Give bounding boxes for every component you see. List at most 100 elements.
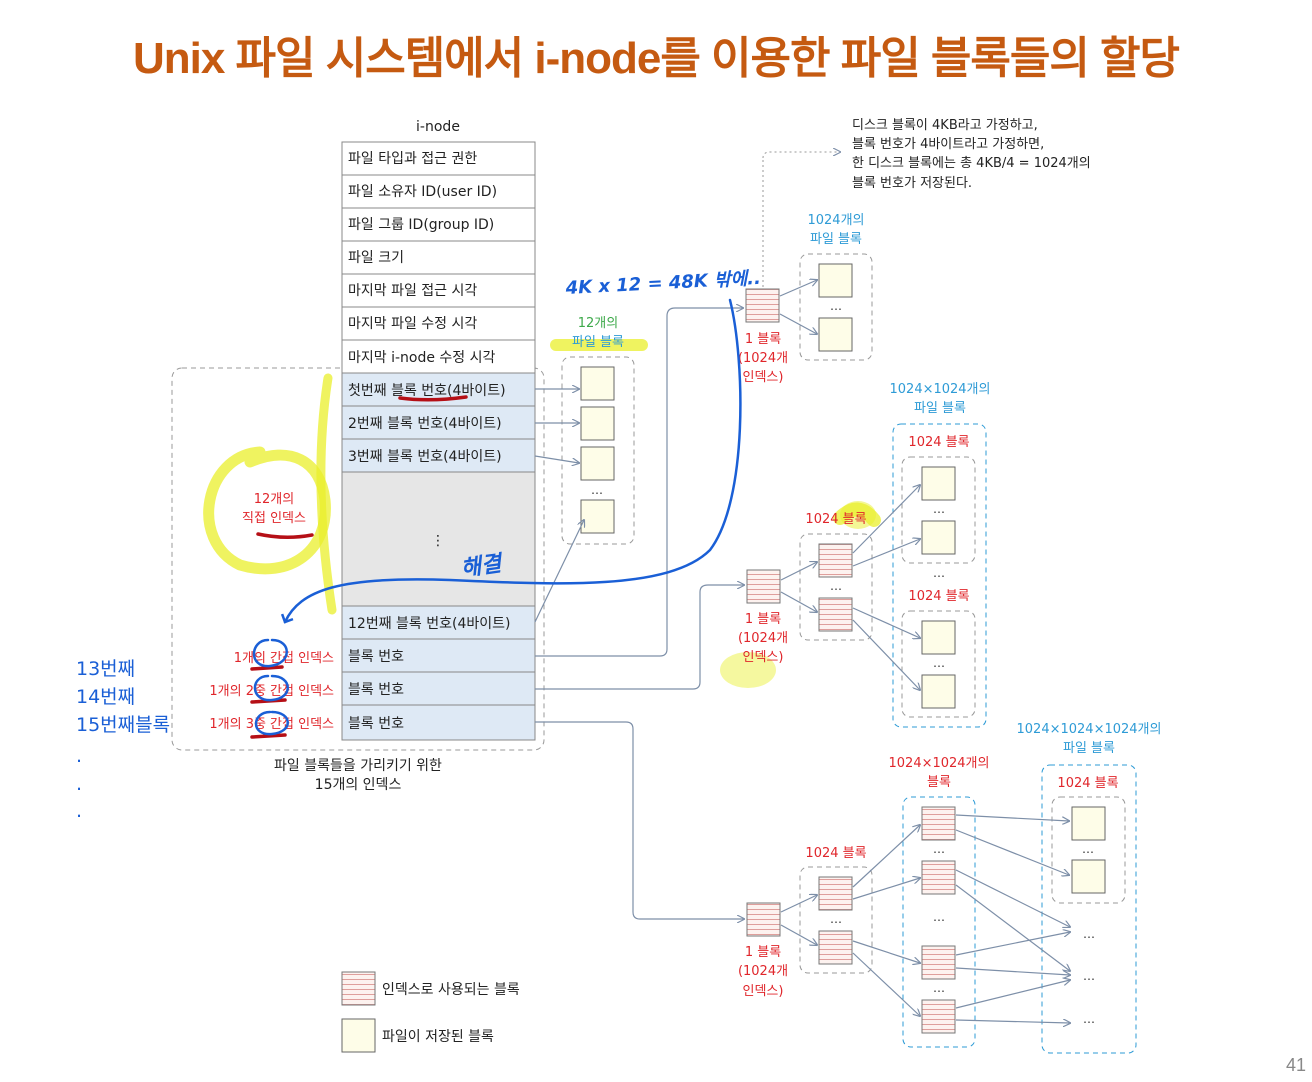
double-indirect-row: 블록 번호	[348, 682, 404, 698]
single-indirect-row: 블록 번호	[348, 649, 404, 665]
double-level1-label: 1024 블록	[805, 512, 866, 527]
triple-file-dots-1: …	[1083, 927, 1095, 941]
direct-index-label-1: 12개의	[254, 492, 294, 507]
highlighter-marks	[203, 339, 881, 688]
double-file-blocks-label-2: 파일 블록	[914, 401, 966, 416]
slide-title: Unix 파일 시스템에서 i-node를 이용한 파일 블록들의 할당	[132, 34, 1180, 83]
side-item-14: 14번째	[76, 686, 135, 708]
triple-level2-label-1: 1024×1024개의	[889, 756, 990, 771]
triple-file-blocks-outer	[1041, 764, 1137, 1054]
legend-file-label: 파일이 저장된 블록	[382, 1029, 494, 1045]
double-sub2-label: 1024 블록	[908, 589, 969, 604]
triple-sub-label: 1024 블록	[1057, 776, 1118, 791]
double-file-block-2	[921, 520, 956, 555]
side-list: 13번째 14번째 15번째블록 . . .	[76, 658, 170, 822]
inode-table: 파일 타입과 접근 권한 파일 소유자 ID(user ID) 파일 그룹 ID…	[341, 141, 536, 741]
handwritten-solve: 해결	[459, 551, 505, 582]
triple-file-blocks-label-2: 파일 블록	[1063, 741, 1115, 756]
single-index-label-1: 1 블록	[745, 332, 781, 347]
triple-level1-block-2	[818, 930, 853, 965]
triple-level2-block-1	[921, 806, 956, 841]
triple-level2-box	[902, 796, 976, 1048]
double-indirect-label: 1개의 2중 간접 인덱스	[209, 684, 334, 699]
triple-index-label-2: (1024개	[738, 964, 788, 979]
single-index-label-3: 인덱스)	[743, 370, 784, 385]
double-level1-block-1	[818, 543, 853, 578]
triple-index-label-3: 인덱스)	[743, 984, 784, 999]
double-sub1-dots: …	[933, 502, 945, 516]
single-file-block-1	[818, 263, 853, 298]
triple-indirect-arrow	[535, 721, 744, 919]
triple-indirect-label: 1개의 3중 간접 인덱스	[209, 717, 334, 732]
legend-index-label: 인덱스로 사용되는 블록	[382, 982, 520, 998]
direct-blocks-dots: …	[591, 483, 603, 497]
single-index-block	[745, 288, 780, 323]
double-file-blocks-label-1: 1024×1024개의	[890, 382, 991, 397]
triple-level2-label-2: 블록	[927, 775, 951, 790]
direct-rows-ellipsis: ⋮	[431, 533, 445, 549]
side-dot-2: .	[76, 773, 82, 795]
triple-sub-dots: …	[1082, 842, 1094, 856]
triple-index-label-1: 1 블록	[745, 945, 781, 960]
footer-line-1: 파일 블록들을 가리키기 위한	[274, 758, 442, 774]
single-index-label-2: (1024개	[738, 351, 788, 366]
triple-file-block-1	[1071, 806, 1106, 841]
double-sub1-label: 1024 블록	[908, 435, 969, 450]
double-indirect-arrow	[535, 585, 744, 690]
handwritten-note: 4K x 12 = 48K 밖에..	[564, 268, 761, 299]
double-level1-block-2	[818, 597, 853, 632]
triple-file-dots-2: …	[1083, 969, 1095, 983]
triple-file-blocks-label-1: 1024×1024×1024개의	[1017, 722, 1162, 737]
direct-blocks-box	[561, 356, 635, 545]
triple-level2-dots-3: …	[933, 981, 945, 995]
field-access-time: 마지막 파일 접근 시각	[348, 283, 477, 299]
twelve-blocks-label-2: 파일 블록	[572, 335, 624, 350]
single-file-blocks-label-2: 파일 블록	[810, 232, 862, 247]
direct-row-12: 12번째 블록 번호(4바이트)	[348, 616, 510, 632]
single-file-block-2	[818, 317, 853, 352]
direct-row-1: 첫번째 블록 번호(4바이트)	[348, 383, 506, 399]
double-level1-box	[799, 533, 873, 641]
note-line-1: 디스크 블록이 4KB라고 가정하고,	[852, 118, 1038, 133]
footer-line-2: 15개의 인덱스	[315, 777, 402, 793]
side-item-15: 15번째블록	[76, 714, 170, 736]
single-file-blocks-box	[799, 253, 873, 361]
field-type-permission: 파일 타입과 접근 권한	[348, 151, 477, 167]
triple-file-block-2	[1071, 859, 1106, 894]
single-file-blocks-dots: …	[830, 299, 842, 313]
field-modify-time: 마지막 파일 수정 시각	[348, 316, 477, 332]
triple-level2-block-3	[921, 945, 956, 980]
triple-sub-box	[1051, 796, 1126, 904]
double-index-label-3: 인덱스)	[743, 650, 784, 665]
note-line-3: 한 디스크 블록에는 총 4KB/4 = 1024개의	[852, 156, 1091, 171]
double-index-label-1: 1 블록	[745, 612, 781, 627]
triple-indirect-row: 블록 번호	[348, 716, 404, 732]
legend-file-swatch	[341, 1018, 376, 1053]
double-file-block-4	[921, 674, 956, 709]
side-dot-1: .	[76, 745, 82, 767]
direct-file-blocks	[580, 366, 615, 534]
assumption-note: 디스크 블록이 4KB라고 가정하고, 블록 번호가 4바이트라고 가정하면, …	[852, 118, 1091, 191]
double-index-block	[746, 569, 781, 604]
triple-file-dots-3: …	[1083, 1012, 1095, 1026]
left-labels: 12개의 직접 인덱스	[242, 492, 306, 526]
field-group: 파일 그룹 ID(group ID)	[348, 217, 494, 233]
blue-pen-marks	[252, 298, 742, 736]
field-inode-modify-time: 마지막 i-node 수정 시각	[348, 350, 496, 366]
triple-level1-label: 1024 블록	[805, 846, 866, 861]
double-sub2-dots: …	[933, 656, 945, 670]
triple-level2-block-2	[921, 860, 956, 895]
note-line-2: 블록 번호가 4바이트라고 가정하면,	[852, 137, 1044, 152]
direct-arrows	[534, 389, 584, 623]
triple-index-block	[746, 902, 781, 937]
triple-level2-dots-2: …	[933, 910, 945, 924]
legend-index-swatch	[341, 971, 376, 1006]
twelve-blocks-label-1: 12개의	[578, 316, 618, 331]
side-dot-3: .	[76, 800, 82, 822]
direct-row-3: 3번째 블록 번호(4바이트)	[348, 449, 502, 465]
direct-row-2: 2번째 블록 번호(4바이트)	[348, 416, 502, 432]
double-level1-dots: …	[830, 579, 842, 593]
double-sub2-box	[901, 610, 976, 718]
inode-header: i-node	[416, 119, 460, 135]
triple-level2-block-4	[921, 999, 956, 1034]
